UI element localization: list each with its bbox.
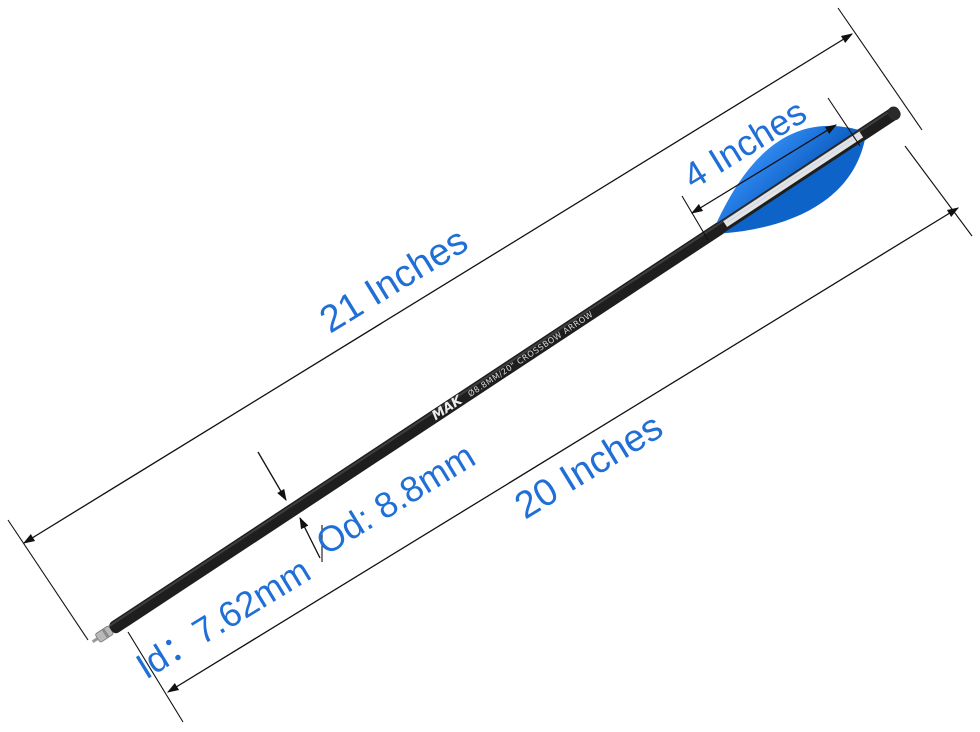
outer-diameter-callout xyxy=(257,451,287,502)
shaft-length-label: 20 Inches xyxy=(508,406,670,528)
outer-diameter-label: Od: 8.8mm xyxy=(309,435,482,563)
arrow-spec-print: Ø8.8MM/20" CROSSBOW ARROW xyxy=(466,309,595,399)
arrow: MAK Ø8.8MM/20" CROSSBOW ARROW xyxy=(91,106,901,644)
arrow-nock xyxy=(887,106,901,121)
arrow-tip xyxy=(91,625,114,644)
shaft-length-dimension xyxy=(127,145,973,723)
inner-diameter-callout xyxy=(299,516,323,562)
